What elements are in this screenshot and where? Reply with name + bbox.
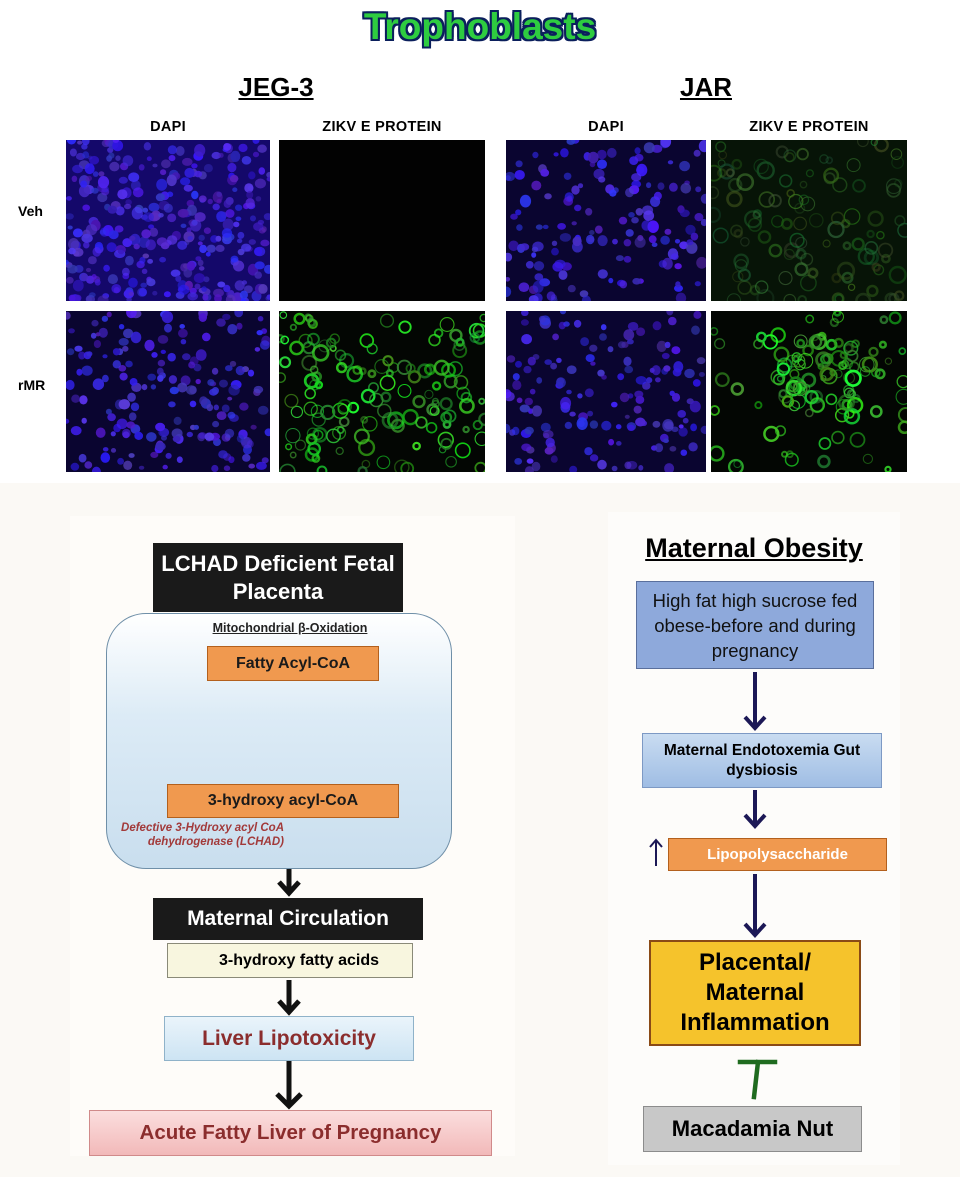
- row-label-veh: Veh: [18, 203, 43, 219]
- diet-box: High fat high sucrose fed obese-before a…: [636, 581, 874, 669]
- pathway-label: Mitochondrial β-Oxidation: [212, 621, 368, 635]
- navy-arrow: [743, 672, 767, 938]
- micrograph-jeg3-dapi-veh: [66, 140, 270, 301]
- hydroxy-fatty-acids-box: 3-hydroxy fatty acids: [167, 943, 413, 978]
- maternal-circulation-label: Maternal Circulation: [187, 907, 389, 930]
- hydroxy-acyl-coa-label: 3-hydroxy acyl-CoA: [207, 792, 359, 809]
- micrograph-jeg3-zikv-veh: [279, 140, 485, 301]
- endotoxemia-box: Maternal Endotoxemia Gut dysbiosis: [642, 733, 882, 788]
- inflammation-label: Placental/ Maternal Inflammation: [680, 949, 830, 1036]
- hydroxy-acyl-coa-box: 3-hydroxy acyl-CoA: [167, 784, 399, 818]
- figure-title: Trophoblasts: [363, 6, 597, 47]
- liver-lipotoxicity-box: Liver Lipotoxicity: [164, 1016, 414, 1061]
- inhibition-icon: [737, 1059, 778, 1100]
- micrograph-jeg3-zikv-rmr: [279, 311, 485, 472]
- endotoxemia-label: Maternal Endotoxemia Gut dysbiosis: [663, 741, 861, 779]
- lchad-defect-note: Defective 3-Hydroxy acyl CoA dehydrogena…: [121, 822, 284, 848]
- lps-box: Lipopolysaccharide: [668, 838, 887, 871]
- column-label-jeg3-zikv: ZIKV E PROTEIN: [322, 119, 442, 135]
- micrograph-jar-zikv-rmr: [711, 311, 907, 472]
- lps-label: Lipopolysaccharide: [707, 846, 848, 863]
- macadamia-nut-box: Macadamia Nut: [643, 1106, 862, 1152]
- micrograph-jar-dapi-rmr: [506, 311, 706, 472]
- diet-label: High fat high sucrose fed obese-before a…: [652, 589, 858, 661]
- fatty-acyl-coa-box: Fatty Acyl-CoA: [207, 646, 379, 681]
- row-label-rmr: rMR: [18, 377, 46, 393]
- column-label-jar-dapi: DAPI: [588, 119, 624, 135]
- maternal-obesity-title: Maternal Obesity: [645, 533, 863, 563]
- liver-lipotoxicity-label: Liver Lipotoxicity: [202, 1026, 376, 1050]
- micrograph-jar-zikv-veh: [711, 140, 907, 301]
- lchad-header-box: LCHAD Deficient Fetal Placenta: [153, 543, 403, 612]
- acute-fatty-liver-label: Acute Fatty Liver of Pregnancy: [139, 1121, 442, 1144]
- group-title-jar: JAR: [679, 72, 732, 102]
- column-label-jar-zikv: ZIKV E PROTEIN: [749, 119, 869, 135]
- maternal-circulation-box: Maternal Circulation: [153, 898, 423, 940]
- micrograph-jeg3-dapi-rmr: [66, 311, 270, 472]
- column-label-jeg3-dapi: DAPI: [150, 119, 186, 135]
- macadamia-nut-label: Macadamia Nut: [671, 1116, 834, 1141]
- navy-increase-arrow-icon: [649, 838, 663, 866]
- inflammation-box: Placental/ Maternal Inflammation: [649, 940, 861, 1046]
- lchad-header-text: LCHAD Deficient Fetal Placenta: [161, 550, 395, 604]
- acute-fatty-liver-box: Acute Fatty Liver of Pregnancy: [89, 1110, 492, 1156]
- micrograph-jar-dapi-veh: [506, 140, 706, 301]
- fatty-acyl-coa-label: Fatty Acyl-CoA: [235, 654, 351, 672]
- group-title-jeg3: JEG-3: [238, 72, 314, 102]
- hydroxy-fatty-acids-label: 3-hydroxy fatty acids: [218, 951, 380, 969]
